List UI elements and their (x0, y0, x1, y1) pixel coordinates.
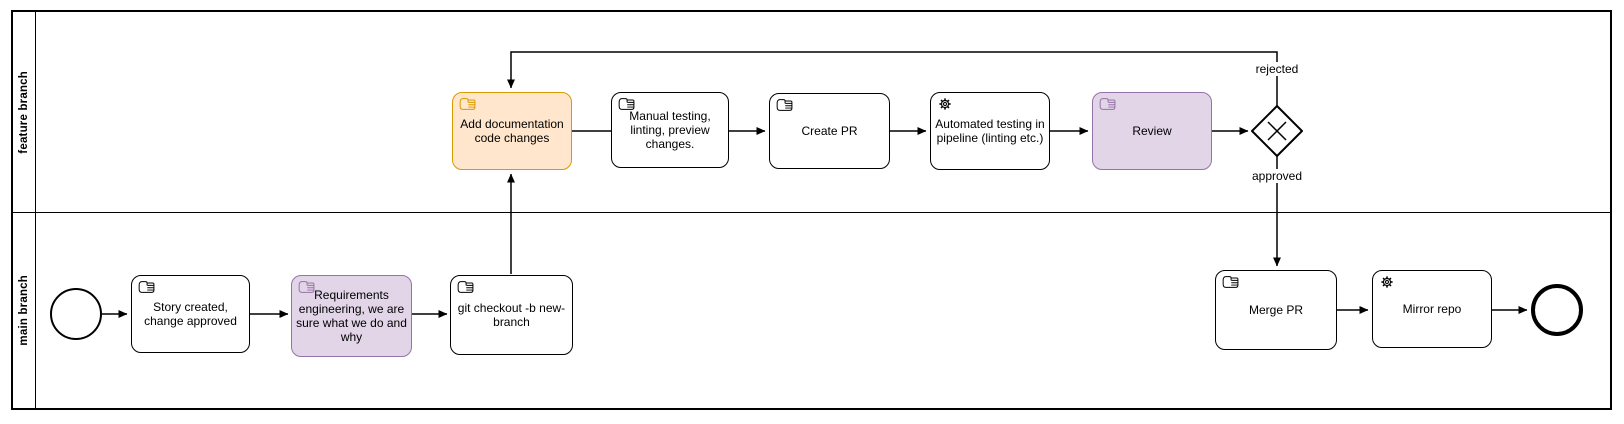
task-label: Manual testing, linting, preview changes… (629, 108, 711, 152)
manual-task-icon (456, 280, 474, 294)
task-label: Requirements engineering, we are sure wh… (296, 287, 407, 345)
lane-label: main branch (18, 275, 30, 346)
task-manual-testing[interactable]: Manual testing, linting, preview changes… (611, 92, 729, 168)
manual-task-icon (458, 97, 476, 111)
task-label: Add documentation code changes (460, 116, 564, 145)
edge-label-approved: approved (1247, 169, 1307, 183)
service-task-icon (1378, 275, 1396, 289)
manual-task-icon (775, 98, 793, 112)
task-requirements-engineering[interactable]: Requirements engineering, we are sure wh… (291, 275, 412, 357)
task-label: Merge PR (1248, 302, 1304, 317)
task-label: git checkout -b new-branch (457, 300, 566, 329)
task-git-checkout[interactable]: git checkout -b new-branch (450, 275, 573, 355)
task-add-documentation[interactable]: Add documentation code changes (452, 92, 572, 170)
task-label: Automated testing in pipeline (linting e… (935, 116, 1045, 145)
manual-task-icon (137, 280, 155, 294)
manual-task-icon (1098, 97, 1116, 111)
task-label: Review (1132, 123, 1172, 138)
edge-label-rejected: rejected (1247, 62, 1307, 76)
manual-task-icon (1221, 275, 1239, 289)
task-mirror-repo[interactable]: Mirror repo (1372, 270, 1492, 348)
service-task-icon (936, 97, 954, 111)
end-event[interactable] (1531, 284, 1583, 336)
pool: feature branch main branch (11, 10, 1612, 410)
task-story-created[interactable]: Story created, change approved (131, 275, 250, 353)
task-create-pr[interactable]: Create PR (769, 93, 890, 169)
manual-task-icon (297, 280, 315, 294)
task-review[interactable]: Review (1092, 92, 1212, 170)
task-label: Create PR (801, 123, 858, 138)
lane-feature-branch-header[interactable]: feature branch (13, 12, 36, 212)
lane-main-branch: main branch (13, 213, 1610, 408)
task-label: Mirror repo (1402, 301, 1462, 316)
task-merge-pr[interactable]: Merge PR (1215, 270, 1337, 350)
lane-feature-branch: feature branch (13, 12, 1610, 213)
task-automated-testing[interactable]: Automated testing in pipeline (linting e… (930, 92, 1050, 170)
manual-task-icon (617, 97, 635, 111)
lane-main-branch-header[interactable]: main branch (13, 213, 36, 408)
lane-label: feature branch (18, 70, 30, 154)
start-event[interactable] (50, 288, 102, 340)
task-label: Story created, change approved (144, 299, 237, 328)
